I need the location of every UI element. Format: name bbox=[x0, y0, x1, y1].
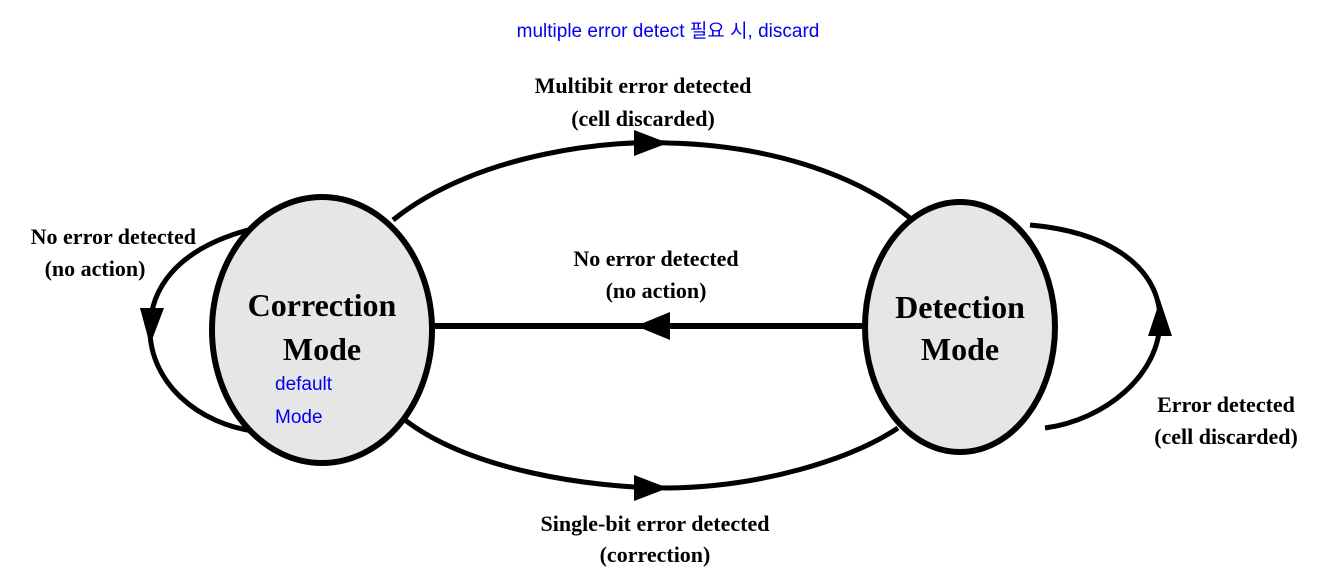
state-correction-line1: Correction bbox=[248, 287, 397, 323]
arrowhead-self-detection bbox=[1148, 300, 1172, 336]
edge-multibit bbox=[391, 140, 912, 222]
label-self-detection-line2: (cell discarded) bbox=[1154, 424, 1298, 449]
label-multibit-line1: Multibit error detected bbox=[535, 73, 752, 98]
label-single-bit-line1: Single-bit error detected bbox=[541, 511, 770, 536]
edge-single-bit bbox=[403, 418, 900, 491]
arrowhead-multibit bbox=[634, 130, 668, 156]
state-detection bbox=[862, 199, 1058, 455]
label-self-correction-line1: No error detected bbox=[31, 224, 196, 249]
correction-default-note-line2: Mode bbox=[275, 407, 323, 428]
header-note: multiple error detect 필요 시, discard bbox=[517, 20, 820, 42]
label-self-correction-line2: (no action) bbox=[45, 256, 146, 281]
label-no-error-middle-line1: No error detected bbox=[573, 246, 738, 271]
arrowhead-self-correction bbox=[140, 308, 164, 345]
label-no-error-middle-line2: (no action) bbox=[606, 278, 707, 303]
label-single-bit-line2: (correction) bbox=[600, 542, 711, 567]
state-correction-line2: Mode bbox=[283, 331, 361, 367]
label-multibit-line2: (cell discarded) bbox=[571, 106, 715, 131]
state-correction bbox=[209, 194, 435, 466]
arrowhead-single-bit bbox=[634, 475, 668, 501]
arrowhead-no-error-middle bbox=[636, 312, 670, 340]
state-detection-line1: Detection bbox=[895, 289, 1025, 325]
label-self-detection-line1: Error detected bbox=[1157, 392, 1295, 417]
state-detection-line2: Mode bbox=[921, 331, 999, 367]
correction-default-note-line1: default bbox=[275, 374, 333, 395]
